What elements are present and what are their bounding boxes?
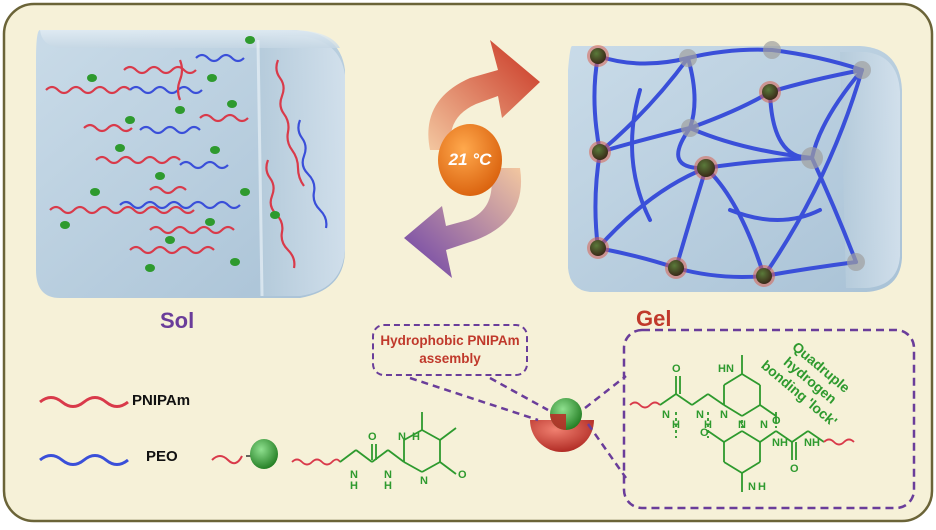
sol-label: Sol — [160, 308, 195, 333]
svg-text:N: N — [398, 431, 406, 443]
legend-peo-label: PEO — [146, 448, 178, 465]
sol-polymer-chains — [45, 53, 328, 269]
legend-peo-line — [39, 454, 129, 466]
temperature-label: 21 °C — [448, 150, 492, 169]
svg-text:H: H — [704, 419, 712, 431]
transition-arrows — [404, 40, 540, 278]
svg-text:HN: HN — [718, 363, 734, 375]
svg-text:O: O — [772, 415, 781, 427]
gel-label: Gel — [636, 306, 672, 331]
svg-text:O: O — [368, 431, 377, 443]
cooling-arrow — [404, 168, 522, 278]
svg-text:O: O — [672, 363, 681, 375]
svg-text:H: H — [672, 419, 680, 431]
gel-crosslink-nodes — [587, 41, 871, 287]
temperature-disc — [438, 124, 502, 196]
heating-arrow — [428, 40, 540, 150]
svg-text:H: H — [350, 480, 358, 492]
svg-text:N: N — [696, 409, 704, 421]
svg-text:H: H — [812, 437, 820, 449]
svg-text:H: H — [780, 437, 788, 449]
svg-text:N: N — [662, 409, 670, 421]
legend-pnipam-label: PNIPAm — [132, 392, 191, 409]
legend-pnipam-line — [39, 396, 129, 408]
svg-text:N: N — [384, 469, 392, 481]
upy-dimer-atoms: O N H N H HN N O N O N N H N H N H O — [662, 363, 820, 493]
upy-end-group-icon — [211, 439, 278, 469]
svg-text:O: O — [700, 427, 709, 439]
sol-upy-groups — [60, 36, 280, 272]
svg-text:H: H — [758, 481, 766, 493]
hydrogen-bonds — [675, 412, 777, 438]
svg-text:O: O — [458, 469, 467, 481]
upy-structure-atoms: N H N H O N H N O — [350, 431, 467, 492]
svg-text:N: N — [350, 469, 358, 481]
hydrophobic-core — [530, 398, 594, 452]
gel-cube — [568, 46, 902, 292]
svg-text:H: H — [412, 431, 420, 443]
svg-text:N: N — [772, 437, 780, 449]
hydrophobic-assembly-label: Hydrophobic PNIPAm assembly — [380, 333, 520, 366]
svg-text:N: N — [804, 437, 812, 449]
svg-text:H: H — [384, 480, 392, 492]
callout-connectors — [409, 375, 628, 479]
svg-text:N: N — [738, 419, 746, 431]
svg-text:N: N — [420, 475, 428, 487]
svg-text:O: O — [790, 463, 799, 475]
upy-structure — [291, 412, 457, 475]
lock-callout-box — [622, 328, 916, 510]
svg-text:N: N — [720, 409, 728, 421]
hydrophobic-callout-box: Hydrophobic PNIPAm assembly — [372, 324, 528, 376]
svg-text:N: N — [748, 481, 756, 493]
svg-text:N: N — [760, 419, 768, 431]
upy-dimer-structure — [629, 355, 855, 492]
